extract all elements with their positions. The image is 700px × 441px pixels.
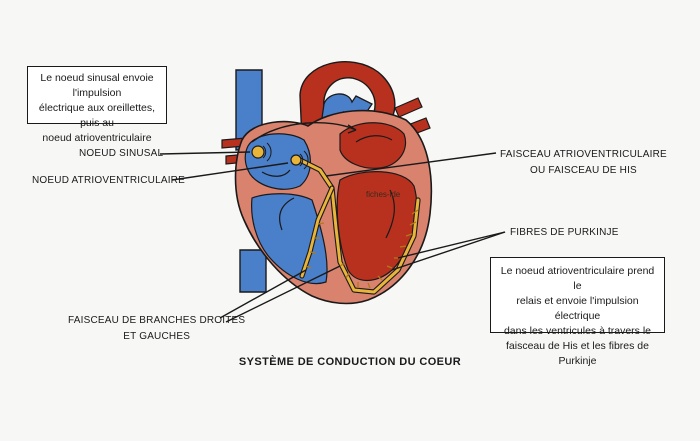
sinoatrial-info-box: Le noeud sinusal envoie l'impulsion élec…: [27, 66, 167, 144]
sinoatrial-info-line: noeud atrioventriculaire: [42, 132, 152, 144]
leader-his: [325, 152, 497, 177]
diagram-title: SYSTÈME DE CONDUCTION DU COEUR: [238, 356, 462, 368]
sinoatrial-node: [251, 142, 272, 162]
av-info-line: faisceau de His et les fibres de Purkinj…: [506, 340, 649, 367]
label-sinoatrial-node: NOEUD SINUSAL: [79, 148, 164, 159]
leader-av: [171, 162, 289, 181]
atrioventricular-node: [290, 150, 309, 170]
leader-branches-2: [225, 265, 341, 323]
flow-arrow-atria-head: [347, 124, 357, 134]
label-his-line: OU FAISCEAU DE HIS: [529, 165, 637, 176]
flow-arrow-lv: [385, 189, 395, 239]
label-bundle-branches: FAISCEAU DE BRANCHES DROITES ET GAUCHES: [68, 313, 245, 345]
av-info-line: Le noeud atrioventriculaire prend le: [500, 265, 655, 292]
atrioventricular-info-box: Le noeud atrioventriculaire prend le rel…: [490, 257, 665, 367]
sinoatrial-info-line: Le noeud sinusal envoie l'impulsion: [40, 72, 154, 99]
purkinje-fibres: [305, 209, 419, 289]
leader-purkinje-2: [397, 231, 506, 259]
av-info-line: dans les ventricules à travers le: [503, 325, 652, 337]
label-atrioventricular-node: NOEUD ATRIOVENTRICULAIRE: [32, 175, 185, 186]
left-atrium: [339, 122, 407, 169]
pulmonary-vein-1: [394, 97, 423, 118]
sinoatrial-info-line: électrique aux oreillettes, puis au: [38, 102, 156, 129]
leader-branches-1: [219, 269, 307, 319]
label-branches-line: ET GAUCHES: [123, 331, 191, 342]
av-info-line: relais et envoie l'impulsion électrique: [516, 295, 639, 322]
label-his-line: FAISCEAU ATRIOVENTRICULAIRE: [500, 149, 667, 160]
leader-sinusal: [159, 151, 251, 155]
inferior-vena-cava: [239, 249, 267, 293]
flow-arrow-ra: [261, 169, 291, 177]
flow-arrow-atria: [251, 122, 357, 143]
watermark: fiches-ide: [366, 190, 401, 199]
leader-purkinje-1: [391, 231, 506, 271]
right-bundle-branch-fill: [300, 186, 334, 278]
label-his-bundle: FAISCEAU ATRIOVENTRICULAIRE OU FAISCEAU …: [500, 147, 667, 179]
flow-arrow-la: [355, 135, 393, 143]
label-branches-line: FAISCEAU DE BRANCHES DROITES: [68, 315, 246, 326]
flow-arrow-rv: [279, 197, 295, 231]
label-purkinje-fibres: FIBRES DE PURKINJE: [510, 227, 619, 238]
